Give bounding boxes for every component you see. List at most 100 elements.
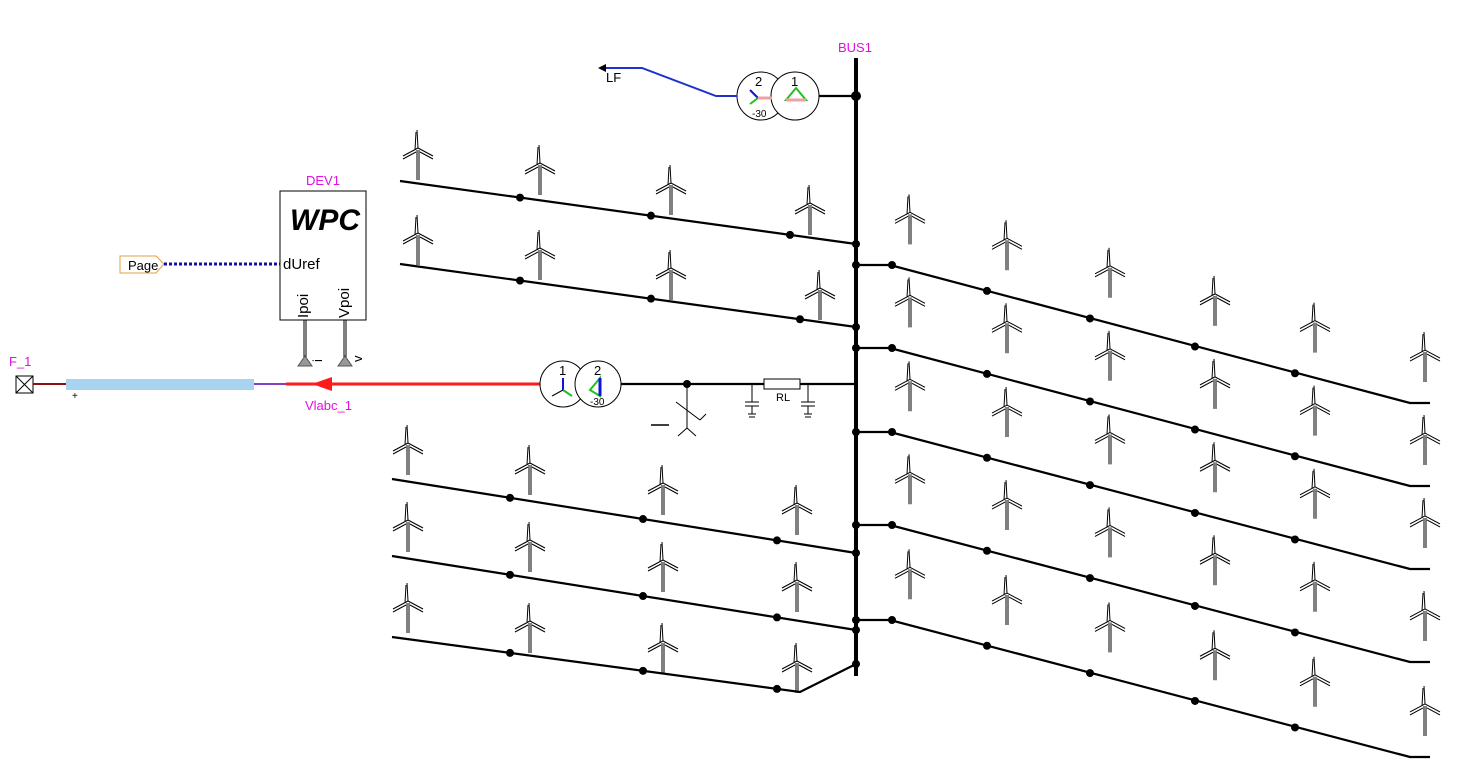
junction-node bbox=[888, 344, 896, 352]
wpc-duref-port[interactable]: dUref bbox=[283, 256, 321, 273]
wind-turbine-icon[interactable] bbox=[524, 229, 556, 281]
feeder-right-1[interactable] bbox=[856, 263, 1430, 405]
wind-turbine-icon[interactable] bbox=[514, 521, 546, 573]
wind-turbine-icon[interactable] bbox=[524, 144, 556, 196]
wind-turbine-icon[interactable] bbox=[894, 276, 926, 328]
ground-icon bbox=[651, 401, 707, 437]
cable-line[interactable] bbox=[66, 379, 254, 390]
junction-node bbox=[1086, 669, 1094, 678]
vlabc-label: Vlabc_1 bbox=[305, 398, 352, 413]
junction-node bbox=[516, 193, 524, 202]
wpc-vpoi-port[interactable]: Vpoi bbox=[336, 288, 353, 318]
feeder-left-5[interactable] bbox=[391, 635, 857, 694]
wind-turbine-icon[interactable] bbox=[402, 129, 434, 181]
mid-transformer-winding-a: 1 bbox=[559, 363, 566, 378]
wind-turbine-icon[interactable] bbox=[991, 386, 1023, 438]
junction-node bbox=[1291, 723, 1299, 732]
wind-turbine-icon[interactable] bbox=[894, 453, 926, 505]
wind-turbine-icon[interactable] bbox=[991, 219, 1023, 271]
feeder-left-4[interactable] bbox=[391, 554, 857, 632]
mid-transformer-winding-b: 2 bbox=[594, 363, 601, 378]
feeder-right-4[interactable] bbox=[856, 523, 1430, 664]
wind-turbine-icon[interactable] bbox=[655, 249, 687, 301]
lf-wire[interactable] bbox=[606, 67, 737, 97]
wind-turbine-icon[interactable] bbox=[804, 269, 836, 321]
wind-turbine-icon[interactable] bbox=[1299, 302, 1331, 354]
cable-plus-label: + bbox=[72, 391, 78, 402]
junction-node bbox=[983, 546, 991, 555]
bus-label: BUS1 bbox=[838, 40, 872, 55]
wpc-controller-block[interactable] bbox=[279, 190, 367, 321]
wind-turbine-icon[interactable] bbox=[1199, 358, 1231, 410]
junction-node bbox=[639, 666, 647, 675]
wind-turbine-icon[interactable] bbox=[1409, 590, 1441, 642]
wind-turbine-icon[interactable] bbox=[794, 184, 826, 236]
junction-node bbox=[888, 521, 896, 529]
junction-node bbox=[1191, 696, 1199, 705]
wind-turbine-icon[interactable] bbox=[991, 302, 1023, 354]
mid-transformer-phase: -30 bbox=[590, 397, 605, 408]
wind-turbine-icon[interactable] bbox=[781, 561, 813, 613]
junction-node bbox=[639, 515, 647, 524]
fault-label: F_1 bbox=[9, 354, 31, 369]
wind-turbine-icon[interactable] bbox=[392, 501, 424, 553]
wind-turbine-icon[interactable] bbox=[514, 602, 546, 654]
wind-turbine-icon[interactable] bbox=[392, 582, 424, 634]
wind-turbine-icon[interactable] bbox=[1409, 414, 1441, 466]
feeder-right-3[interactable] bbox=[856, 430, 1430, 571]
wind-turbine-icon[interactable] bbox=[655, 164, 687, 216]
wind-turbine-icon[interactable] bbox=[647, 622, 679, 674]
wind-turbine-icon[interactable] bbox=[1094, 506, 1126, 558]
page-label: Page bbox=[128, 258, 158, 273]
feeder-left-3[interactable] bbox=[391, 477, 857, 555]
wind-turbine-icon[interactable] bbox=[894, 193, 926, 245]
wind-turbine-icon[interactable] bbox=[1299, 656, 1331, 708]
junction-node bbox=[506, 493, 514, 502]
wind-turbine-icon[interactable] bbox=[1199, 534, 1231, 586]
wind-turbine-icon[interactable] bbox=[1199, 629, 1231, 681]
wpc-ipoi-port[interactable]: Ipoi bbox=[295, 294, 312, 318]
wind-turbine-icon[interactable] bbox=[514, 444, 546, 496]
wind-turbine-icon[interactable] bbox=[991, 574, 1023, 626]
junction-node bbox=[786, 230, 794, 239]
junction-node bbox=[1291, 369, 1299, 378]
wind-turbine-icon[interactable] bbox=[1299, 561, 1331, 613]
feeder-right-5[interactable] bbox=[856, 618, 1430, 759]
feeder-left-2[interactable] bbox=[399, 262, 857, 329]
wind-turbine-icon[interactable] bbox=[647, 541, 679, 593]
wind-turbine-icon[interactable] bbox=[1094, 413, 1126, 465]
wind-turbine-icon[interactable] bbox=[894, 360, 926, 412]
wind-turbine-icon[interactable] bbox=[402, 214, 434, 266]
junction-node bbox=[1291, 535, 1299, 544]
junction-node bbox=[1086, 314, 1094, 323]
wind-turbine-icon[interactable] bbox=[392, 424, 424, 476]
junction-node bbox=[647, 294, 655, 303]
wind-turbine-icon[interactable] bbox=[1094, 247, 1126, 299]
wind-turbine-icon[interactable] bbox=[1094, 330, 1126, 382]
mid-transformer[interactable]: 1 2 -30 bbox=[539, 360, 622, 408]
wind-turbine-icon[interactable] bbox=[894, 548, 926, 600]
junction-node bbox=[888, 428, 896, 436]
feeder-left-1[interactable] bbox=[399, 179, 857, 246]
wind-turbine-icon[interactable] bbox=[1409, 497, 1441, 549]
wind-turbine-icon[interactable] bbox=[1409, 331, 1441, 383]
resistor-icon[interactable] bbox=[763, 378, 801, 390]
wind-turbine-icon[interactable] bbox=[1199, 275, 1231, 327]
wind-turbine-icon[interactable] bbox=[1409, 685, 1441, 737]
wind-turbine-icon[interactable] bbox=[1299, 468, 1331, 520]
junction-node bbox=[852, 428, 860, 436]
page-connector[interactable] bbox=[119, 255, 165, 274]
wind-turbine-icon[interactable] bbox=[1094, 601, 1126, 653]
top-transformer-phase: -30 bbox=[752, 109, 767, 120]
wind-turbine-icon[interactable] bbox=[1199, 441, 1231, 493]
wind-turbine-icon[interactable] bbox=[781, 484, 813, 536]
wind-turbine-icon[interactable] bbox=[647, 464, 679, 516]
wind-turbine-icon[interactable] bbox=[1299, 385, 1331, 437]
wind-turbine-icon[interactable] bbox=[781, 642, 813, 694]
junction-node bbox=[506, 648, 514, 657]
wind-turbine-icon[interactable] bbox=[991, 479, 1023, 531]
top-transformer[interactable]: 2 1 -30 bbox=[736, 71, 856, 121]
junction-node bbox=[852, 660, 860, 668]
feeder-right-2[interactable] bbox=[856, 346, 1430, 488]
rl-label: RL bbox=[776, 392, 790, 404]
